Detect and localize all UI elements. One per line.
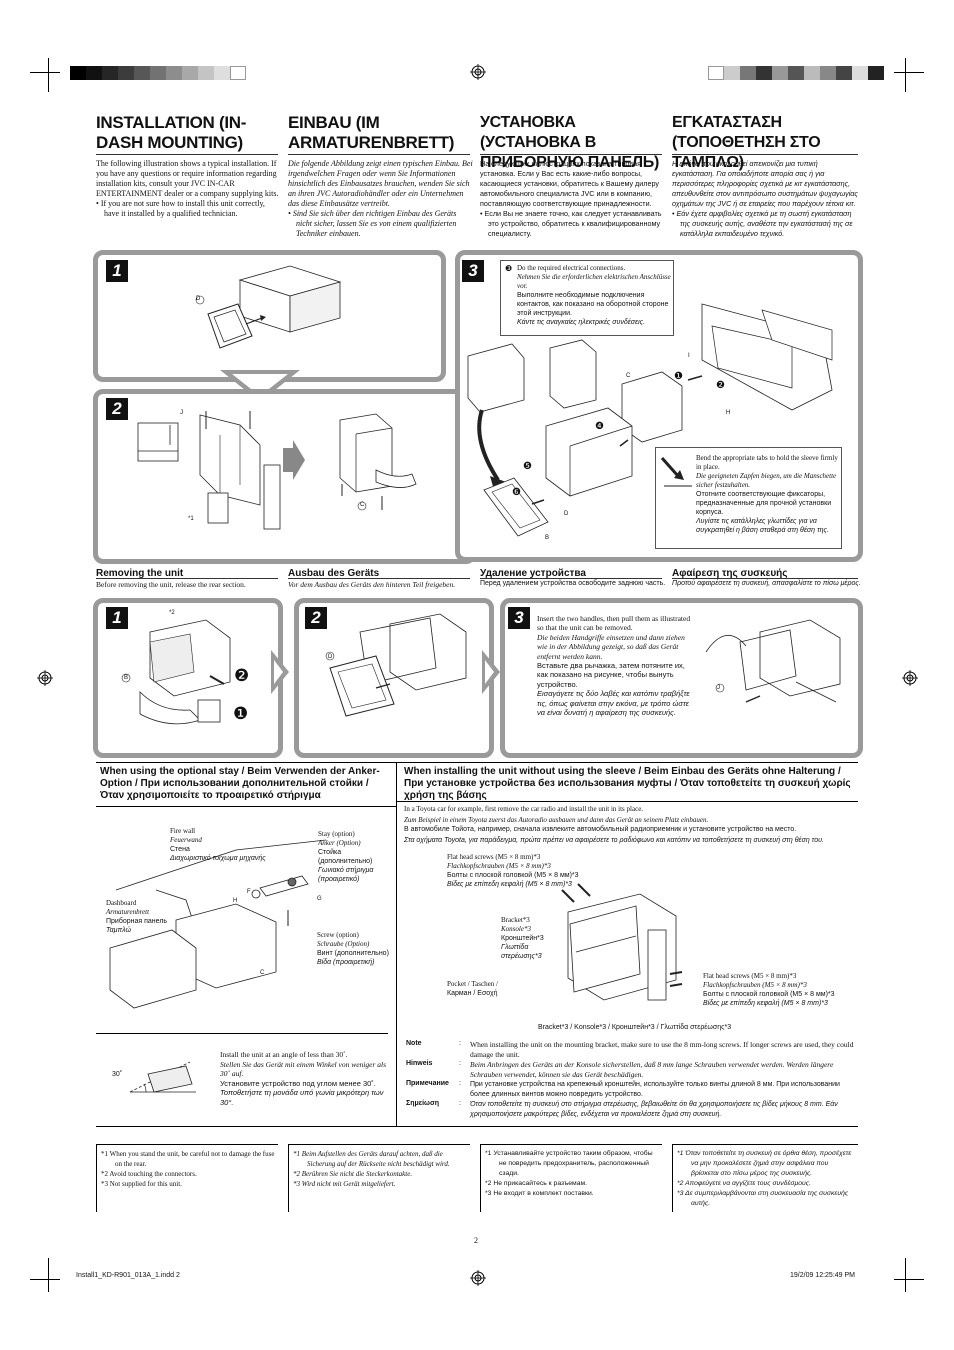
label-f-stay: F [247, 889, 251, 895]
step3-illustration [467, 303, 833, 537]
label-stay-option: Stay (option)Anker (Option) Стойка(допол… [318, 830, 374, 883]
registration-mark-bottom [470, 1270, 486, 1286]
label-d-step1: D [196, 296, 201, 302]
note-de: Hinweis : Beim Anbringen des Geräts an d… [406, 1060, 834, 1079]
label-g-stay: G [317, 896, 322, 902]
removing-head-en: Removing the unit [96, 568, 184, 579]
bend-tab-icon [660, 457, 692, 487]
arrow-step1-to-2 [220, 370, 300, 402]
num-2-step3: ❷ [716, 380, 725, 391]
step3-callout: ❸ Do the required electrical connections… [500, 260, 674, 336]
slug-right: 19/2/09 12:25:49 PM [790, 1272, 855, 1279]
nosleeve-intro: In a Toyota car for example, first remov… [404, 805, 824, 844]
step2-illustration-a [137, 411, 281, 530]
angle-illustration [129, 1061, 196, 1093]
remove-step3-number: 3 [508, 607, 530, 629]
note-en: Note : When installing the unit on the m… [406, 1040, 854, 1059]
bend-tabs-callout: Bend the appropriate tabs to hold the sl… [655, 447, 842, 549]
footnotes-ru: *1 Устанавливайте устройство таким образ… [485, 1150, 653, 1197]
footnotes-en: *1 When you stand the unit, be careful n… [101, 1150, 275, 1188]
label-c-step3: C [626, 373, 631, 379]
remove-step1-number: 1 [106, 607, 128, 629]
label-pocket: Pocket / Taschen /Карман / Εσοχή [447, 980, 498, 997]
footnotes-el: *1 Όταν τοποθετείτε τη συσκευή σε όρθια … [677, 1150, 852, 1207]
label-d-remove: D [328, 654, 333, 660]
intro-el: Η εικόνα που ακολουθεί απεικονίζει μια τ… [672, 159, 858, 238]
removing-head-ru: Удаление устройства [480, 568, 586, 579]
removing-head-de: Ausbau des Geräts [288, 568, 380, 579]
step1-number: 1 [106, 260, 128, 282]
label-bracket-line: Bracket*3 / Konsole*3 / Кронштейн*3 / Γλ… [538, 1024, 732, 1031]
num-6-step3: ❻ [512, 487, 521, 498]
num-5-step3: ❺ [523, 461, 532, 472]
step1-illustration [195, 265, 342, 349]
note-ru: Примечание : При установке устройства на… [406, 1080, 840, 1098]
nosleeve-illustration [561, 883, 683, 1001]
angle-text: Install the unit at an angle of less tha… [220, 1050, 387, 1107]
sup-1-step2: *1 [188, 516, 194, 522]
label-j-step2: J [180, 410, 183, 416]
remove-step3-text: Insert the two handles, then pull them a… [537, 614, 691, 718]
arrow-remove-2-to-3 [482, 650, 500, 694]
removing-text-el: Προτού αφαιρέσετε τη συσκευή, απασφαλίστ… [672, 580, 861, 587]
stay-heading: When using the optional stay / Beim Verw… [100, 766, 380, 801]
angle-value: 30˚ [112, 1071, 123, 1078]
step2-arrow-right [283, 440, 305, 480]
title-en: INSTALLATION (IN-DASH MOUNTING) [96, 113, 247, 152]
remove-num-2: ❷ [234, 666, 250, 685]
intro-de: Die folgende Abbildung zeigt einen typis… [288, 159, 473, 238]
title-el: ΕΓΚΑΤΑΣΤΑΣΗ (ΤΟΠΟΘΕΤΗΣΗ ΣΤΟ ΤΑΜΠΛΩ) [672, 114, 821, 171]
label-c-stay: C [260, 970, 265, 976]
slug-left: Install1_KD-R901_013A_1.indd 2 [76, 1272, 180, 1279]
label-c-step2: C [360, 502, 365, 508]
removing-text-en: Before removing the unit, release the re… [96, 580, 246, 589]
removing-head-el: Αφαίρεση της συσκευής [672, 568, 788, 579]
num-1-step3: ❶ [674, 371, 683, 382]
step2-illustration-b [339, 413, 417, 511]
intro-en: The following illustration shows a typic… [96, 159, 279, 218]
sup-2-remove: *2 [169, 610, 175, 616]
label-h-step3: H [726, 410, 731, 416]
step2-number: 2 [106, 398, 128, 420]
registration-mark-top [470, 64, 486, 80]
title-de: EINBAU (IM ARMATURENBRETT) [288, 113, 455, 152]
remove-step2-illustration [325, 613, 467, 717]
num-4-step3: ❹ [595, 421, 604, 432]
notes-block: Note : When installing the unit on the m… [406, 1040, 854, 1120]
arrow-remove-1-to-2 [271, 650, 289, 694]
label-j-remove: J [717, 685, 720, 691]
remove-step1-illustration [121, 619, 231, 725]
step3-number: 3 [462, 260, 484, 282]
nosleeve-heading: When installing the unit without using t… [404, 766, 851, 801]
label-h-stay: H [233, 898, 238, 904]
page-number: 2 [474, 1236, 478, 1245]
removing-text-de: Vor dem Ausbau des Geräts den hinteren T… [288, 580, 456, 589]
label-i-step3: I [688, 353, 690, 359]
label-screw-option: Screw (option)Schraube (Option) Винт (до… [317, 931, 389, 966]
label-b-step3: B [545, 535, 550, 541]
registration-mark-right [902, 670, 918, 686]
intro-ru: На следующих иллюстрациях показана типов… [480, 159, 662, 238]
title-ru: УСТАНОВКА (УСТАНОВКА В ПРИБОРНУЮ ПАНЕЛЬ) [480, 114, 659, 171]
remove-step2-number: 2 [305, 607, 327, 629]
note-el: Σημείωση : Όταν τοποθετείτε τη συσκευή σ… [406, 1100, 838, 1118]
label-d-step3: D [564, 511, 569, 517]
registration-mark-left [37, 670, 53, 686]
remove-num-1: ❶ [233, 704, 249, 723]
footnotes-de: *1 Beim Aufstellen des Geräts darauf ach… [293, 1150, 450, 1188]
stay-illustration [109, 839, 327, 1009]
removing-text-ru: Перед удалением устройства освободите за… [480, 580, 666, 587]
label-b-remove: B [124, 675, 129, 681]
remove-step3-illustration [705, 619, 841, 703]
